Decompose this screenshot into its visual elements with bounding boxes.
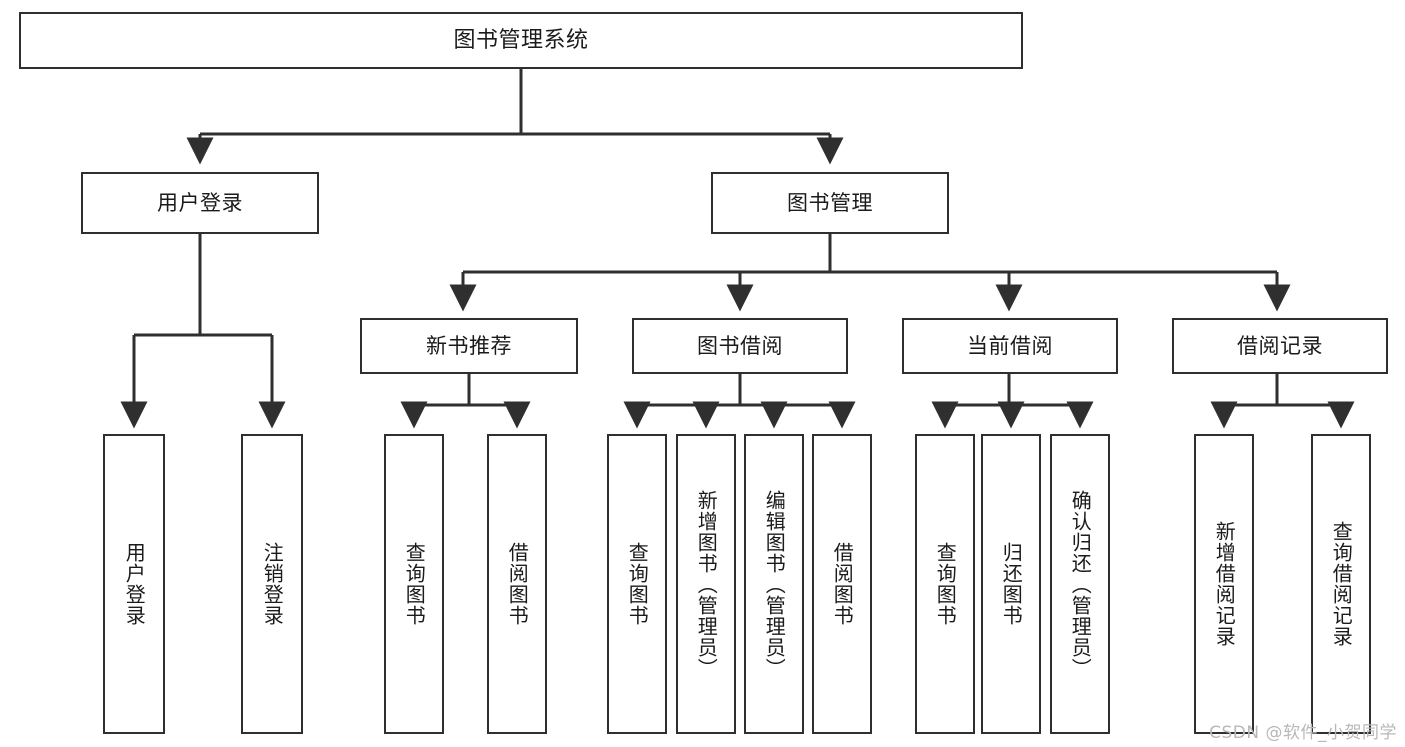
- node-label: 新书推荐: [426, 333, 512, 358]
- node-label: 借阅记录: [1237, 333, 1323, 358]
- leaf-confirm-return-admin[interactable]: 确认归还（管理员）: [1050, 434, 1110, 734]
- node-label: 归还图书: [999, 542, 1024, 626]
- node-label: 查询图书: [625, 542, 650, 626]
- node-borrowing-records[interactable]: 借阅记录: [1172, 318, 1388, 374]
- node-book-borrowing[interactable]: 图书借阅: [632, 318, 848, 374]
- node-label: 新增借阅记录: [1212, 521, 1237, 647]
- node-label: 当前借阅: [967, 333, 1053, 358]
- leaf-query-borrow-record[interactable]: 查询借阅记录: [1311, 434, 1371, 734]
- node-label: 查询图书: [402, 542, 427, 626]
- node-label: 借阅图书: [505, 542, 530, 626]
- node-user-login[interactable]: 用户登录: [81, 172, 319, 234]
- leaf-add-borrow-record[interactable]: 新增借阅记录: [1194, 434, 1254, 734]
- node-label: 用户登录: [157, 190, 243, 215]
- node-label: 用户登录: [122, 542, 147, 626]
- node-label: 确认归还（管理员）: [1068, 489, 1093, 679]
- leaf-query-books-current[interactable]: 查询图书: [915, 434, 975, 734]
- leaf-add-book-admin[interactable]: 新增图书（管理员）: [676, 434, 736, 734]
- node-label: 查询借阅记录: [1329, 521, 1354, 647]
- node-label: 图书借阅: [697, 333, 783, 358]
- node-book-management[interactable]: 图书管理: [711, 172, 949, 234]
- leaf-logout[interactable]: 注销登录: [241, 434, 303, 734]
- leaf-query-books-recommend[interactable]: 查询图书: [384, 434, 444, 734]
- node-label: 编辑图书（管理员）: [762, 489, 787, 679]
- node-label: 查询图书: [933, 542, 958, 626]
- leaf-edit-book-admin[interactable]: 编辑图书（管理员）: [744, 434, 804, 734]
- watermark: CSDN @软件_小贺同学: [1209, 723, 1397, 743]
- node-label: 新增图书（管理员）: [694, 489, 719, 679]
- leaf-query-books-borrow[interactable]: 查询图书: [607, 434, 667, 734]
- leaf-borrow-books[interactable]: 借阅图书: [812, 434, 872, 734]
- node-label: 图书管理: [787, 190, 873, 215]
- node-root-book-management-system[interactable]: 图书管理系统: [19, 12, 1023, 69]
- leaf-borrow-books-recommend[interactable]: 借阅图书: [487, 434, 547, 734]
- leaf-return-books[interactable]: 归还图书: [981, 434, 1041, 734]
- node-label: 借阅图书: [830, 542, 855, 626]
- node-label: 注销登录: [260, 542, 285, 626]
- node-label: 图书管理系统: [453, 27, 589, 53]
- node-current-borrowing[interactable]: 当前借阅: [902, 318, 1118, 374]
- node-new-book-recommendation[interactable]: 新书推荐: [360, 318, 578, 374]
- leaf-user-login[interactable]: 用户登录: [103, 434, 165, 734]
